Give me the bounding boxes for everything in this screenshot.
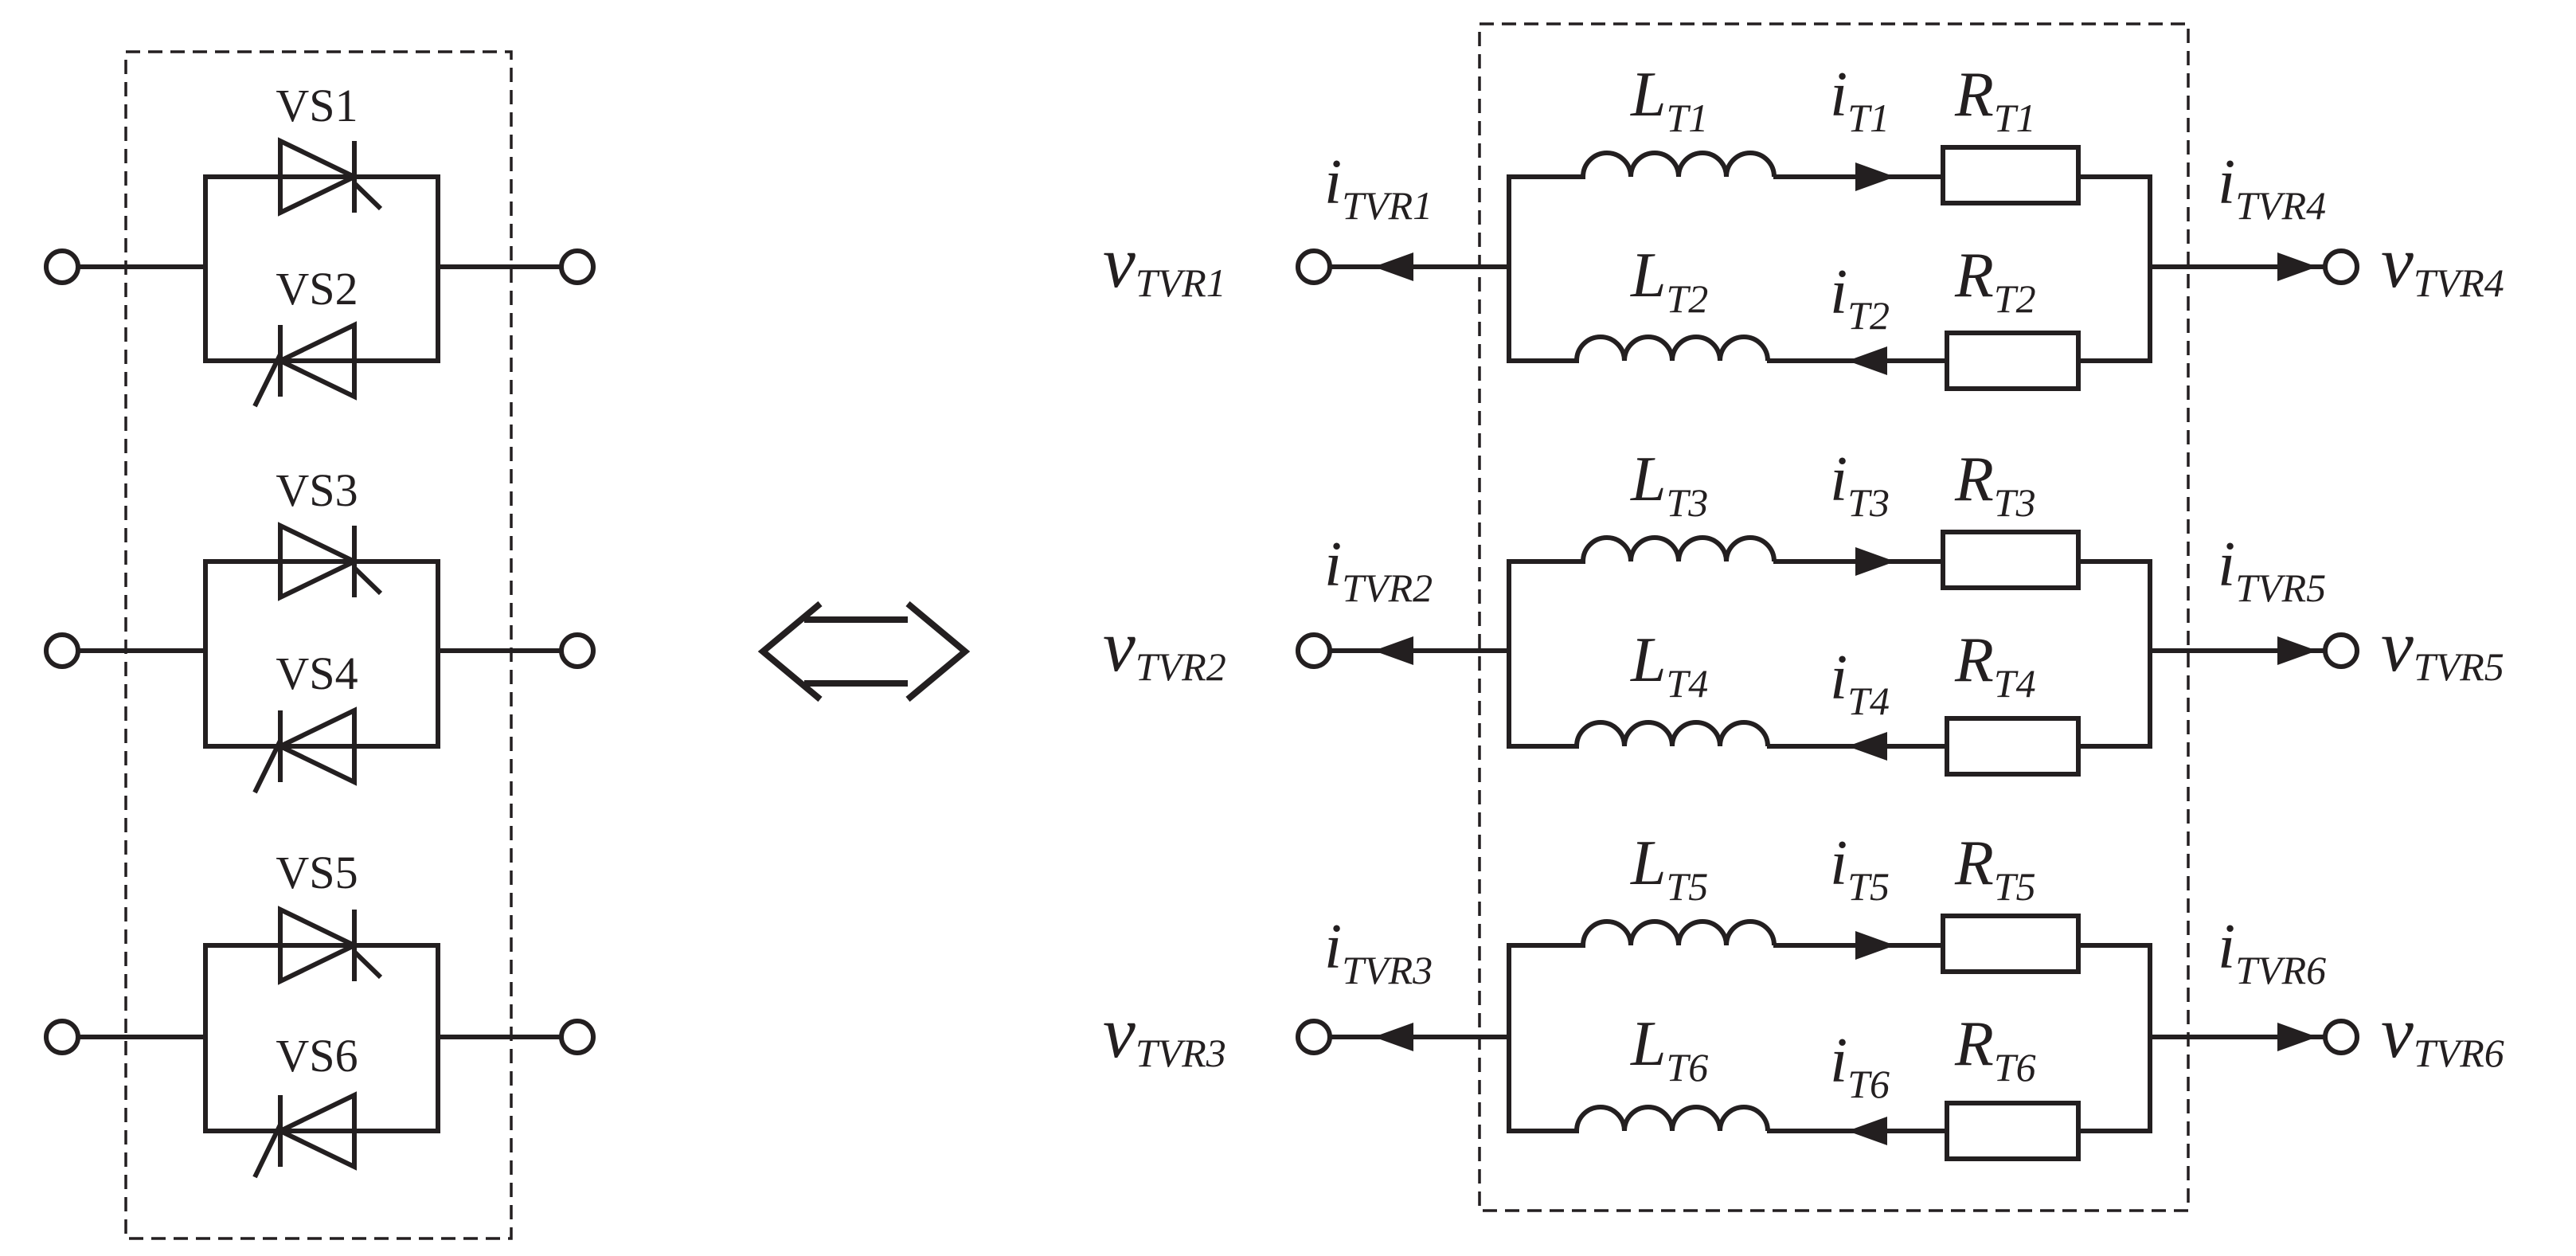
label-lt2: LT2	[1630, 241, 1708, 321]
arrow-itvr4-icon	[2277, 252, 2317, 281]
label-vtvr2: vTVR2	[1103, 605, 1226, 689]
label-itvr2: iTVR2	[1324, 530, 1433, 610]
label-itvr3: iTVR3	[1324, 912, 1433, 992]
rl-group-1: LT1 iT1 RT1 LT2 iT2 RT2	[1296, 60, 2359, 391]
arrow-itvr1-icon	[1374, 252, 1413, 281]
thyristor-pair-2: VS3 VS4	[44, 464, 596, 794]
rl-equivalent-block: LT1 iT1 RT1 LT2 iT2 RT2 LT3 iT3 RT3 LT4 …	[1103, 22, 2504, 1212]
label-vtvr3: vTVR3	[1103, 992, 1226, 1075]
terminal-right-1	[559, 248, 596, 285]
inductor-lt3	[1581, 535, 1777, 562]
inductor-lt1	[1581, 151, 1777, 178]
label-rt2: RT2	[1954, 241, 2036, 321]
inductor-lt6	[1574, 1105, 1770, 1132]
arrow-it6-icon	[1847, 1117, 1887, 1145]
label-vs1: VS1	[276, 80, 358, 131]
thyristor-vs4	[252, 706, 357, 794]
rl-block-boundary	[1478, 22, 2190, 1212]
terminal-right-3	[559, 1019, 596, 1055]
arrow-itvr3-icon	[1374, 1023, 1413, 1051]
resistor-rt2	[1945, 331, 2081, 391]
label-vs3: VS3	[276, 464, 358, 516]
terminal-tvr6	[2323, 1019, 2359, 1055]
thyristor-pair-1: VS1 VS2	[44, 80, 596, 408]
terminal-left-1	[44, 248, 80, 285]
label-vs6: VS6	[276, 1030, 358, 1082]
arrow-itvr6-icon	[2277, 1023, 2317, 1051]
arrow-it3-icon	[1855, 547, 1895, 576]
label-it5: iT5	[1830, 828, 1890, 909]
label-vtvr5: vTVR5	[2381, 605, 2504, 689]
label-vtvr6: vTVR6	[2381, 992, 2504, 1075]
terminal-left-2	[44, 632, 80, 669]
label-lt6: LT6	[1630, 1009, 1708, 1090]
label-vs4: VS4	[276, 648, 358, 699]
label-rt6: RT6	[1954, 1009, 2036, 1090]
arrow-it1-icon	[1855, 162, 1895, 191]
double-arrow-icon	[757, 601, 971, 702]
arrow-itvr5-icon	[2277, 636, 2317, 665]
arrow-it2-icon	[1847, 346, 1887, 375]
inductor-lt4	[1574, 720, 1770, 747]
thyristor-block: VS1 VS2 VS3 VS4	[44, 50, 596, 1240]
thyristor-vs2	[252, 321, 357, 408]
arrow-it4-icon	[1847, 732, 1887, 761]
thyristor-block-boundary	[124, 50, 513, 1240]
thyristor-pair-3: VS5 VS6	[44, 847, 596, 1179]
label-lt1: LT1	[1630, 60, 1708, 140]
arrow-itvr2-icon	[1374, 636, 1413, 665]
resistor-rt5	[1941, 914, 2081, 974]
resistor-rt4	[1945, 716, 2081, 777]
label-it6: iT6	[1830, 1026, 1890, 1106]
label-lt5: LT5	[1630, 828, 1708, 909]
thyristor-vs1	[278, 137, 383, 217]
label-itvr5: iTVR5	[2218, 530, 2326, 610]
terminal-right-2	[559, 632, 596, 669]
thyristor-vs6	[252, 1091, 357, 1179]
resistor-rt3	[1941, 530, 2081, 590]
label-rt4: RT4	[1954, 625, 2036, 706]
label-rt3: RT3	[1954, 444, 2036, 525]
label-it1: iT1	[1830, 60, 1890, 140]
terminal-left-3	[44, 1019, 80, 1055]
label-it2: iT2	[1830, 257, 1890, 338]
terminal-tvr4	[2323, 248, 2359, 285]
label-it3: iT3	[1830, 444, 1890, 525]
label-it4: iT4	[1830, 643, 1890, 723]
label-vtvr4: vTVR4	[2381, 221, 2504, 305]
inductor-lt5	[1581, 919, 1777, 946]
rl-group-2: LT3 iT3 RT3 LT4 iT4 RT4	[1296, 444, 2359, 777]
label-rt1: RT1	[1954, 60, 2036, 140]
terminal-tvr5	[2323, 632, 2359, 669]
label-vtvr1: vTVR1	[1103, 221, 1226, 305]
terminal-tvr3	[1296, 1019, 1332, 1055]
terminal-tvr1	[1296, 248, 1332, 285]
label-vs5: VS5	[276, 847, 358, 898]
inductor-lt2	[1574, 335, 1770, 362]
label-rt5: RT5	[1954, 828, 2036, 909]
label-itvr4: iTVR4	[2218, 147, 2326, 228]
label-vs2: VS2	[276, 263, 358, 315]
label-lt3: LT3	[1630, 444, 1708, 525]
thyristor-vs3	[278, 522, 383, 601]
resistor-rt6	[1945, 1101, 2081, 1161]
label-itvr1: iTVR1	[1324, 147, 1433, 228]
label-lt4: LT4	[1630, 625, 1708, 706]
resistor-rt1	[1941, 145, 2081, 205]
thyristor-vs5	[278, 906, 383, 985]
rl-group-3: LT5 iT5 RT5 LT6 iT6 RT6	[1296, 828, 2359, 1161]
label-itvr6: iTVR6	[2218, 912, 2326, 992]
terminal-tvr2	[1296, 632, 1332, 669]
arrow-it5-icon	[1855, 931, 1895, 960]
